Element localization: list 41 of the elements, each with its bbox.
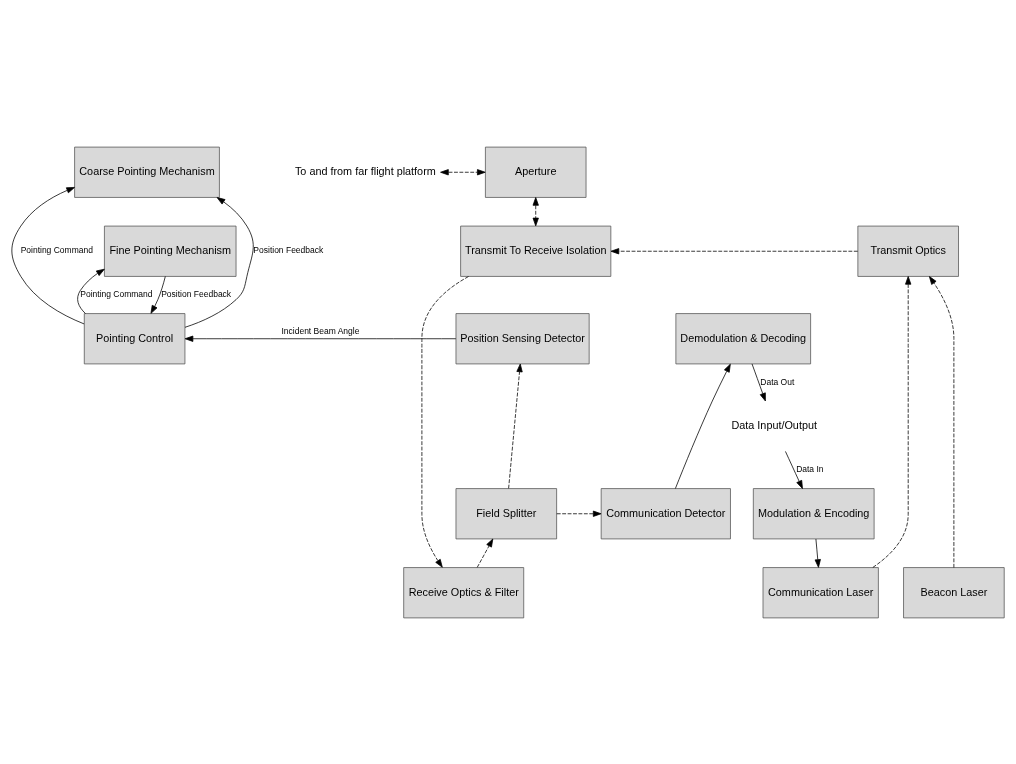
arrow	[421, 275, 469, 568]
edge-label: Position Feedback	[161, 288, 232, 299]
arrow	[476, 538, 494, 568]
node-box: Receive Optics & Filter	[403, 566, 525, 618]
edge-label: Pointing Command	[20, 244, 93, 255]
edge-label: Position Feedback	[253, 244, 324, 255]
node-box: Coarse Pointing Mechanism	[74, 146, 220, 198]
arrow	[556, 510, 602, 517]
node-box: Field Splitter	[455, 487, 558, 539]
arrow	[929, 275, 955, 568]
node-box: Modulation & Encoding	[752, 487, 875, 539]
arrow	[532, 196, 539, 226]
node-box: Transmit Optics	[857, 225, 959, 277]
arrow	[77, 268, 105, 314]
arrow	[508, 363, 523, 489]
edge-label: Incident Beam Angle	[281, 325, 360, 336]
arrow	[184, 196, 254, 328]
arrow	[11, 186, 85, 324]
arrow	[785, 450, 803, 489]
node-box: Position Sensing Detector	[455, 312, 590, 364]
node-text: Data Input/Output	[731, 418, 817, 431]
node-text: To and from far flight platform	[294, 164, 436, 177]
node-box: Communication Detector	[600, 487, 731, 539]
edge-label: Data Out	[760, 376, 795, 387]
node-box: Pointing Control	[83, 312, 186, 364]
node-box: Fine Pointing Mechanism	[104, 225, 237, 277]
arrow	[184, 335, 457, 342]
node-box: Demodulation & Decoding	[675, 312, 811, 364]
node-box: Communication Laser	[762, 566, 879, 618]
node-box: Aperture	[485, 146, 587, 198]
arrow	[751, 363, 766, 401]
edge-label: Data In	[796, 463, 824, 474]
edge-label: Pointing Command	[80, 288, 153, 299]
node-box: Transmit To Receive Isolation	[460, 225, 612, 277]
arrow	[675, 363, 731, 489]
arrow	[814, 538, 821, 568]
arrow	[872, 275, 912, 568]
arrow	[150, 275, 166, 314]
node-box: Beacon Laser	[903, 566, 1005, 618]
arrow	[610, 247, 859, 254]
arrow	[440, 168, 486, 175]
